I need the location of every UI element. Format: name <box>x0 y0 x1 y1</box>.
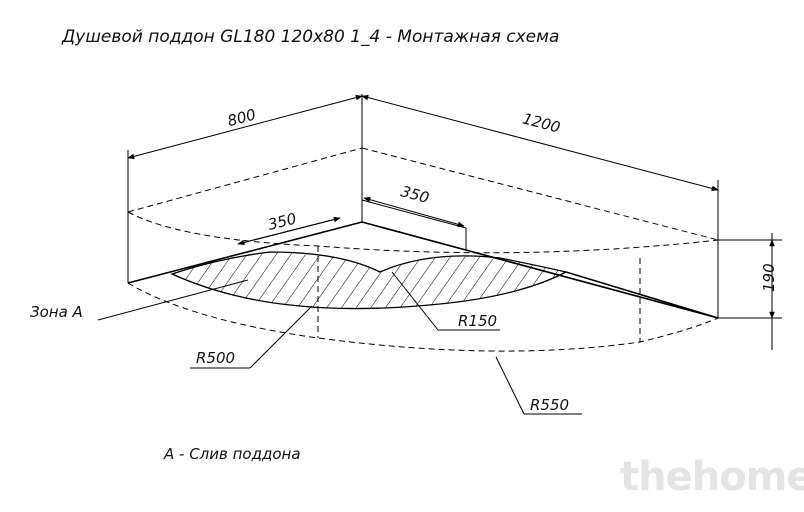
dimension-1200: 1200 <box>361 94 719 192</box>
diagram-title: Душевой поддон GL180 120х80 1_4 - Монтаж… <box>61 27 559 47</box>
callout-zone-a: Зона А <box>30 279 249 321</box>
r550-label: R550 <box>530 396 569 414</box>
r500-label: R500 <box>196 349 235 367</box>
dimension-800: 800 <box>127 94 363 160</box>
callout-r150: R150 <box>391 271 500 331</box>
dimension-350-left: 350 <box>237 209 341 246</box>
legend-drain: А - Слив поддона <box>163 445 301 463</box>
dimension-190: 190 <box>718 233 782 350</box>
dashed-rim-contour <box>127 147 719 254</box>
tray-front-edge <box>565 271 719 319</box>
dimension-1200-label: 1200 <box>521 109 563 136</box>
watermark-logo: thehome <box>620 454 804 500</box>
dimension-350-right-label: 350 <box>399 182 431 207</box>
callout-r500: R500 <box>190 305 313 369</box>
callout-r550: R550 <box>495 356 582 415</box>
dimension-800-label: 800 <box>225 105 257 130</box>
zone-a-label: Зона А <box>30 303 83 321</box>
drain-zone-hatched <box>170 251 568 310</box>
dimension-190-label: 190 <box>760 263 778 292</box>
r150-label: R150 <box>458 312 497 330</box>
